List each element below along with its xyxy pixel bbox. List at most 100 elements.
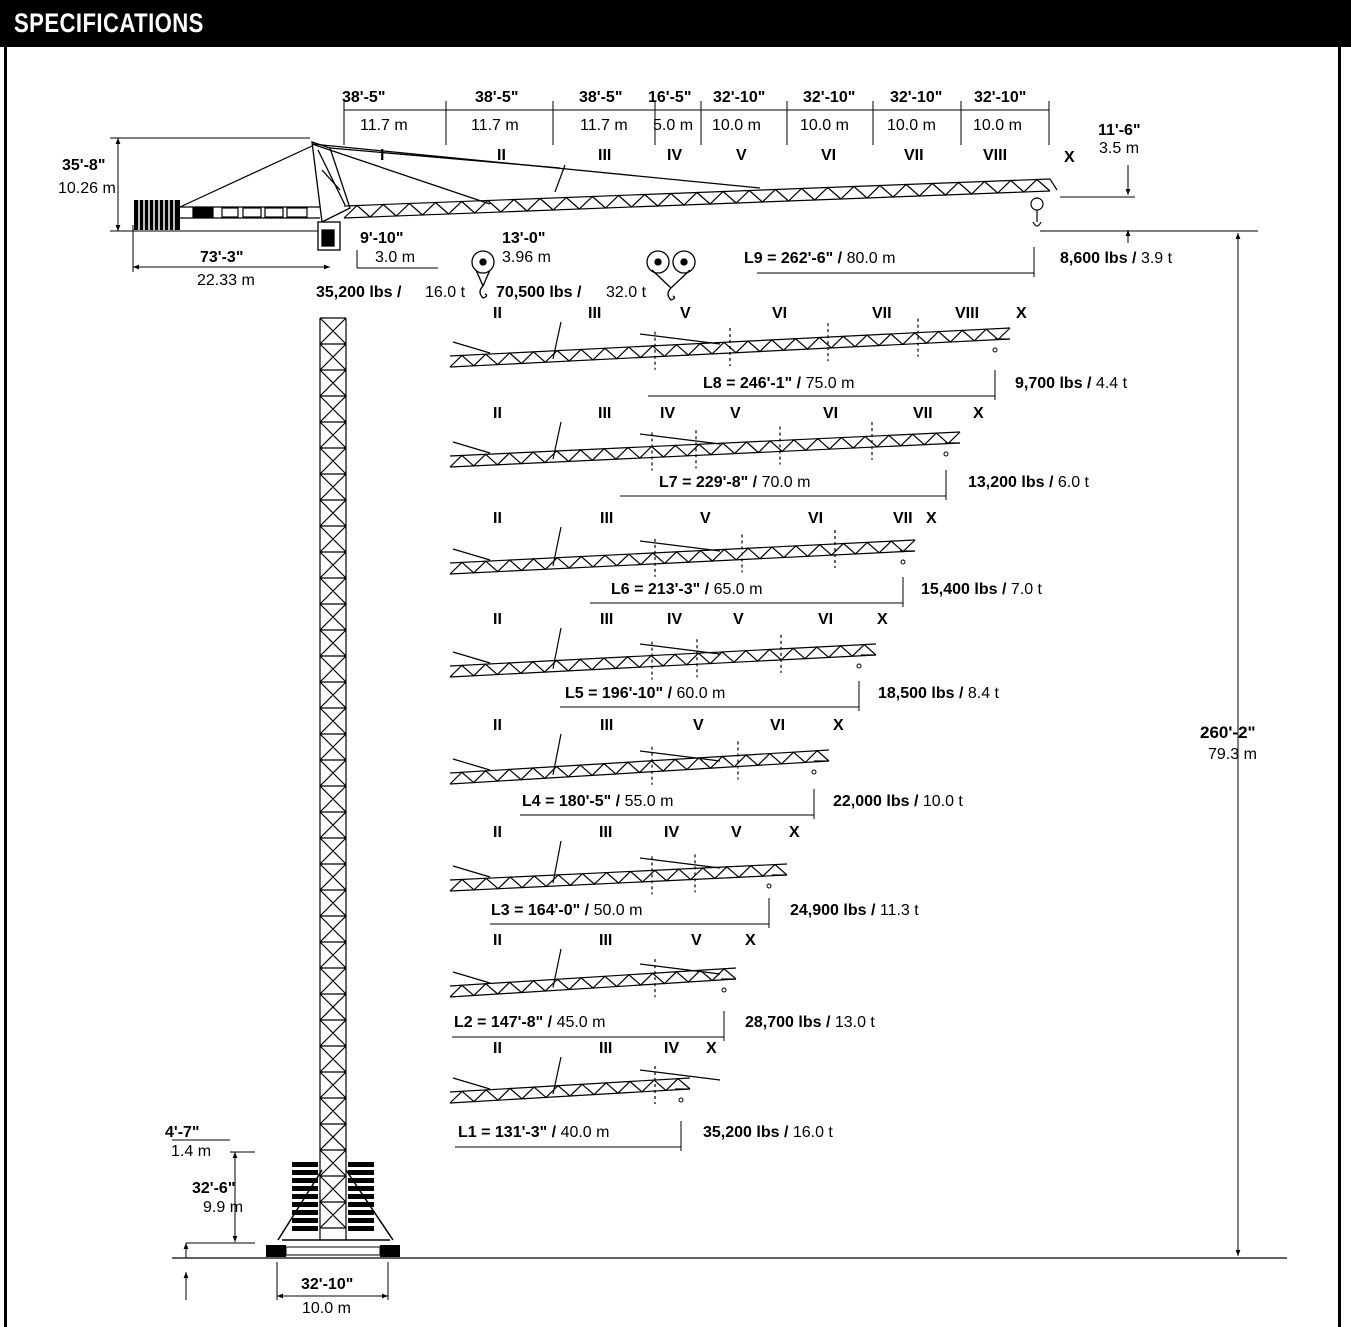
section-label: III bbox=[599, 932, 612, 949]
length-line bbox=[590, 577, 904, 607]
section-label: II bbox=[493, 611, 502, 628]
jib-truss bbox=[449, 421, 961, 471]
section-label: III bbox=[598, 405, 611, 422]
config-tip-load: 35,200 lbs / 16.0 t bbox=[703, 1124, 833, 1141]
segment-ft: 38'-5" bbox=[579, 89, 622, 106]
hook-icon bbox=[766, 883, 772, 889]
frame-border bbox=[4, 47, 1341, 1327]
section-label: X bbox=[973, 405, 984, 422]
section-label: II bbox=[493, 405, 502, 422]
section-label: V bbox=[693, 717, 704, 734]
dimension-lines bbox=[110, 137, 1258, 1256]
segment-ft: 38'-5" bbox=[475, 89, 518, 106]
section-label: II bbox=[493, 932, 502, 949]
config-length: L3 = 164'-0" / 50.0 m bbox=[491, 902, 642, 919]
top-dimensions: 11'-6" 3.5 m 35'-8" 10.26 m 73'-3" 22.33… bbox=[58, 122, 1141, 301]
segment-labels: 38'-5" 11.7 m I 38'-5" 11.7 m II 38'-5" … bbox=[342, 89, 1075, 166]
section-label: IV bbox=[667, 611, 682, 628]
length-line bbox=[620, 470, 947, 500]
base-dimensions bbox=[172, 1139, 389, 1300]
section-label: VII bbox=[913, 405, 933, 422]
segment-m: 10.0 m bbox=[800, 117, 849, 134]
config-tip-load: 15,400 lbs / 7.0 t bbox=[921, 581, 1043, 598]
section-label: III bbox=[600, 611, 613, 628]
base-width-m: 10.0 m bbox=[302, 1300, 351, 1317]
page-title: SPECIFICATIONS bbox=[14, 8, 204, 38]
section-label: II bbox=[493, 1040, 502, 1057]
config-length: L7 = 229'-8" / 70.0 m bbox=[659, 474, 810, 491]
length-line bbox=[520, 789, 815, 819]
config-length: L2 = 147'-8" / 45.0 m bbox=[454, 1014, 605, 1031]
tip-label: X bbox=[1064, 149, 1075, 166]
config-tip-load: 9,700 lbs / 4.4 t bbox=[1015, 375, 1128, 392]
config-length: L6 = 213'-3" / 65.0 m bbox=[611, 581, 762, 598]
segment-ft: 16'-5" bbox=[648, 89, 691, 106]
config-length: L9 = 262'-6" / 80.0 m bbox=[744, 250, 895, 267]
hook-offset-ft: 13'-0" bbox=[502, 230, 545, 247]
tip-height-ft: 11'-6" bbox=[1098, 122, 1141, 139]
segment-roman: III bbox=[598, 147, 611, 164]
section-label: VI bbox=[770, 717, 785, 734]
section-label: V bbox=[691, 932, 702, 949]
header-bar: SPECIFICATIONS bbox=[0, 0, 1351, 47]
jib-offset-m: 3.0 m bbox=[375, 249, 415, 266]
segment-ft: 32'-10" bbox=[890, 89, 942, 106]
hook-icon bbox=[992, 347, 998, 353]
segment-roman: V bbox=[736, 147, 747, 164]
segment-dimensions bbox=[343, 101, 1050, 145]
section-label: VI bbox=[772, 305, 787, 322]
segment-m: 11.7 m bbox=[471, 117, 519, 134]
jib-offset-ft: 9'-10" bbox=[360, 230, 403, 247]
hook-icon bbox=[1030, 197, 1044, 227]
segment-ft: 32'-10" bbox=[803, 89, 855, 106]
config-length: L5 = 196'-10" / 60.0 m bbox=[565, 685, 725, 702]
tower-mast bbox=[319, 317, 347, 1240]
length-line bbox=[452, 1011, 725, 1041]
section-label: III bbox=[599, 824, 612, 841]
section-label: III bbox=[599, 1040, 612, 1057]
tip-height-m: 3.5 m bbox=[1099, 140, 1139, 157]
section-label: X bbox=[745, 932, 756, 949]
segment-roman: VIII bbox=[983, 147, 1007, 164]
reeving-lbs: 35,200 lbs / bbox=[316, 284, 402, 301]
segment-roman: IV bbox=[667, 147, 682, 164]
counter-jib bbox=[179, 145, 320, 219]
section-label: IV bbox=[664, 824, 679, 841]
section-label: III bbox=[600, 717, 613, 734]
reeving-double-icon bbox=[646, 250, 696, 301]
section-label: VI bbox=[818, 611, 833, 628]
top-height-ft: 35'-8" bbox=[62, 157, 105, 174]
counterweight bbox=[134, 200, 180, 230]
reeving-single-icon bbox=[471, 250, 495, 299]
segment-m: 11.7 m bbox=[360, 117, 408, 134]
section-label: II bbox=[493, 510, 502, 527]
section-label: IV bbox=[660, 405, 675, 422]
length-line bbox=[757, 247, 1035, 277]
config-length: L4 = 180'-5" / 55.0 m bbox=[522, 793, 673, 810]
base-offset-ft: 4'-7" bbox=[165, 1124, 200, 1141]
section-label: V bbox=[733, 611, 744, 628]
reeving-t: 16.0 t bbox=[425, 284, 466, 301]
base-width-ft: 32'-10" bbox=[301, 1276, 353, 1293]
config-tip-load: 22,000 lbs / 10.0 t bbox=[833, 793, 963, 810]
jib-truss bbox=[449, 526, 916, 577]
segment-ft: 32'-10" bbox=[974, 89, 1026, 106]
section-label: VI bbox=[823, 405, 838, 422]
config-tip-load: 13,200 lbs / 6.0 t bbox=[968, 474, 1090, 491]
section-label: V bbox=[731, 824, 742, 841]
length-line bbox=[560, 681, 860, 711]
main-jib bbox=[343, 164, 1058, 219]
jib-truss bbox=[449, 840, 788, 895]
crane-apex bbox=[311, 141, 761, 251]
length-line bbox=[490, 898, 770, 928]
hook-height-m: 79.3 m bbox=[1208, 746, 1257, 763]
segment-m: 5.0 m bbox=[653, 117, 693, 134]
reeving-t: 32.0 t bbox=[606, 284, 647, 301]
